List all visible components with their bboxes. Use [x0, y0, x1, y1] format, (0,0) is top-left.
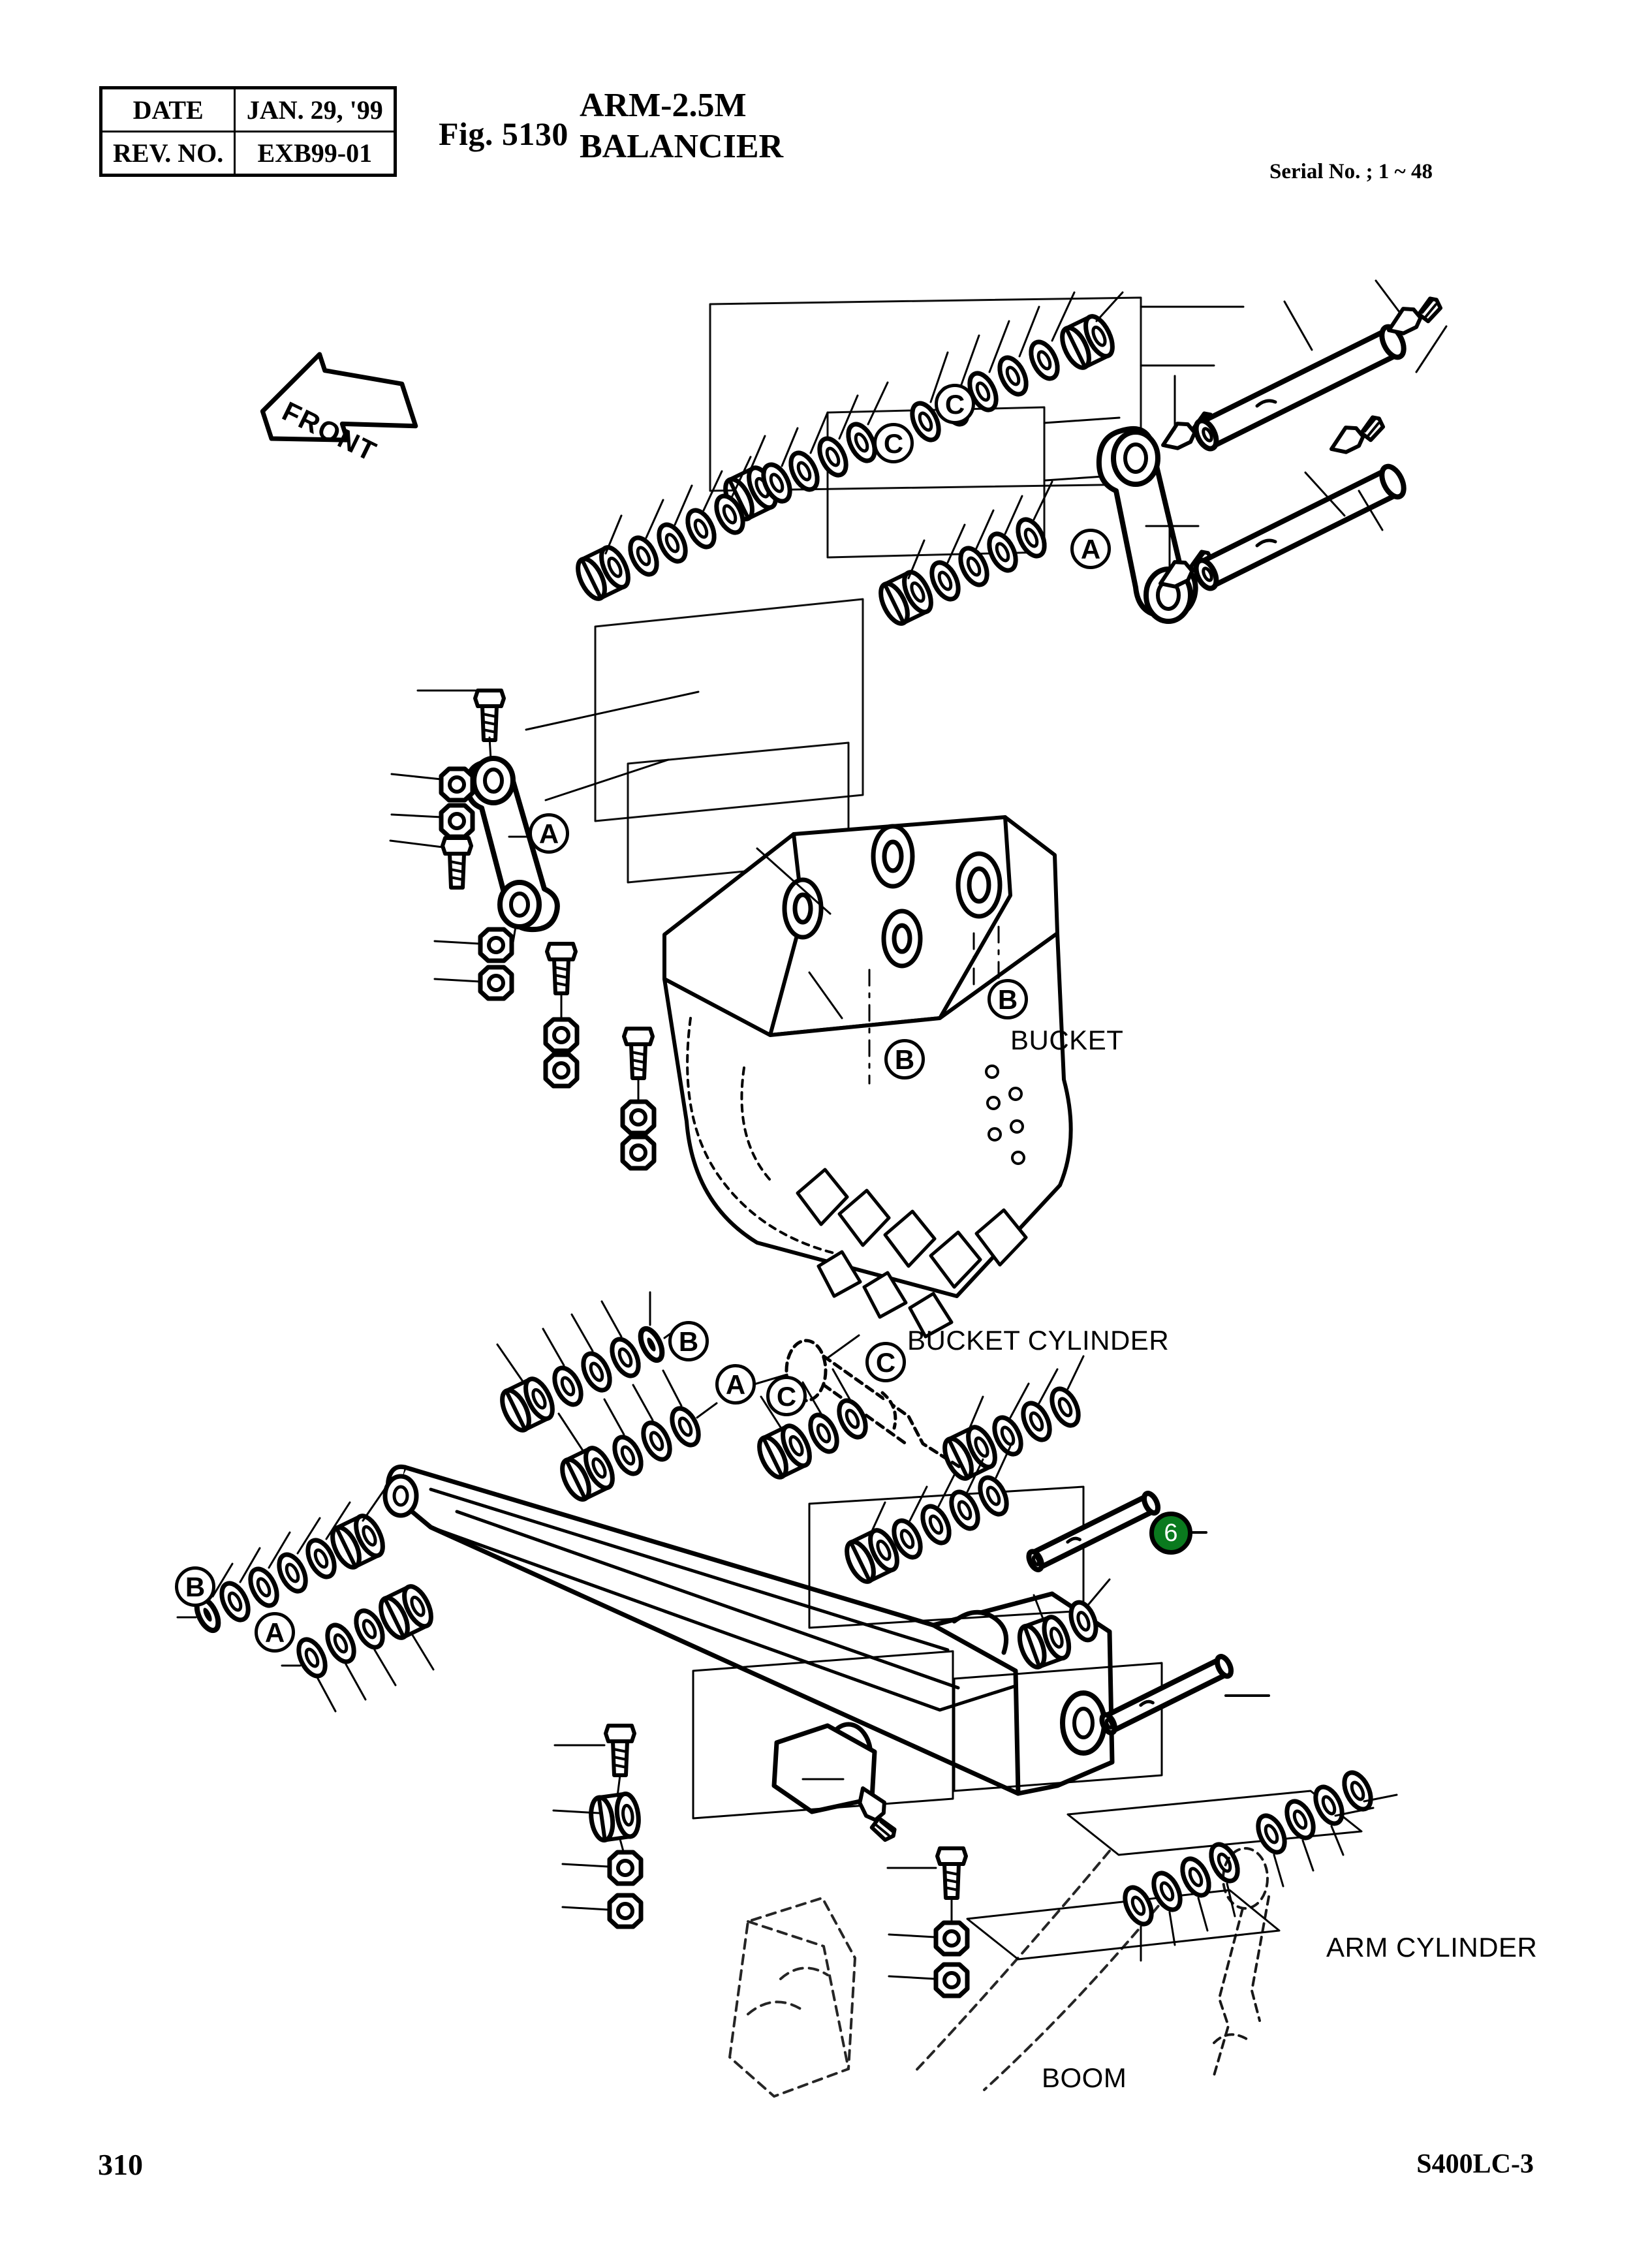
section-callout-c-cyl-left[interactable]: C	[766, 1376, 807, 1416]
highlighted-part-callout-6[interactable]: 6	[1149, 1512, 1192, 1555]
title-line-french: BALANCIER	[580, 128, 784, 166]
date-label: DATE	[99, 86, 236, 133]
section-callout-c-cyl-right[interactable]: C	[865, 1342, 906, 1382]
front-direction-indicator: FRONT	[253, 345, 423, 469]
section-callout-b-bucket-lower[interactable]: B	[884, 1039, 925, 1080]
section-callout-a-top-left[interactable]: A	[529, 813, 569, 854]
rev-no-label: REV. NO.	[99, 131, 236, 177]
label-boom: BOOM	[1042, 2062, 1127, 2093]
serial-number-range: Serial No. ; 1 ~ 48	[1269, 160, 1433, 183]
title-line-english: ARM-2.5M	[580, 87, 747, 124]
section-callout-c-top-right[interactable]: C	[935, 384, 975, 424]
table-row: REV. NO. EXB99-01	[99, 131, 397, 177]
label-arm-cylinder: ARM CYLINDER	[1326, 1932, 1538, 1963]
front-arrow-label: FRONT	[277, 396, 382, 468]
section-callout-c-top-mid[interactable]: C	[873, 423, 914, 463]
date-value: JAN. 29, '99	[234, 86, 397, 133]
section-callout-a-arm-lower[interactable]: A	[255, 1612, 295, 1653]
rev-no-value: EXB99-01	[234, 131, 397, 177]
section-callout-a-top-right[interactable]: A	[1070, 529, 1111, 569]
label-bucket: BUCKET	[1010, 1025, 1124, 1055]
revision-table: DATE JAN. 29, '99 REV. NO. EXB99-01	[99, 86, 397, 178]
section-callout-a-arm-upper[interactable]: A	[715, 1364, 756, 1405]
page-header: DATE JAN. 29, '99 REV. NO. EXB99-01 Fig.…	[0, 0, 1633, 215]
model-number: S400LC-3	[1416, 2149, 1534, 2179]
figure-number: Fig. 5130	[439, 116, 568, 152]
page-number: 310	[98, 2148, 143, 2181]
label-bucket-cylinder: BUCKET CYLINDER	[907, 1325, 1170, 1356]
section-callout-b-arm-lower[interactable]: B	[175, 1566, 215, 1607]
table-row: DATE JAN. 29, '99	[99, 86, 397, 133]
page-title: ARM-2.5M BALANCIER	[580, 85, 783, 168]
section-callout-b-bucket-upper[interactable]: B	[988, 979, 1028, 1019]
section-callout-b-arm-upper[interactable]: B	[668, 1321, 709, 1361]
